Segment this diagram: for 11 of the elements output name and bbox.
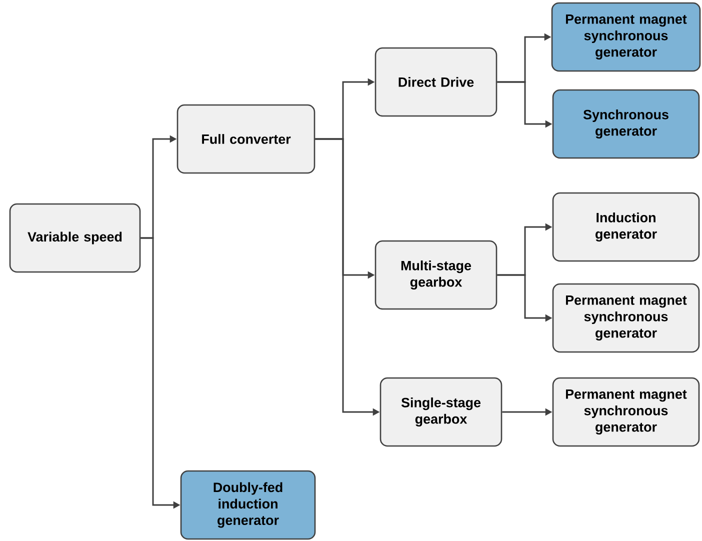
process-box: Direct Drive [374,47,498,117]
process-box: Variable speed [9,203,141,273]
generator-box: Synchronous generator [552,89,700,159]
process-box: Single-stage gearbox [380,377,502,447]
process-box: Induction generator [552,192,700,262]
process-box: Permanent magnet synchronous generator [552,377,700,447]
generator-box: Doubly-fed induction generator [180,470,316,540]
process-box: Full converter [176,104,316,174]
process-box: Multi-stage gearbox [374,240,498,310]
generator-box: Permanent magnet synchronous generator [551,2,701,72]
process-box: Permanent magnet synchronous generator [552,283,700,353]
